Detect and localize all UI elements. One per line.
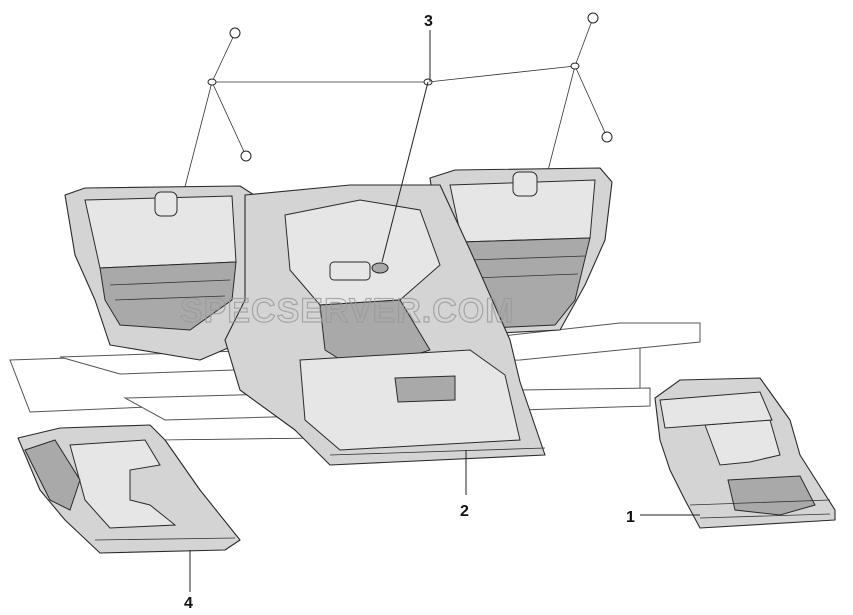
- left-floor-mat: [17, 424, 241, 554]
- fastener-pin: [570, 62, 580, 70]
- leader-lines: [189, 30, 700, 592]
- fastener-pin: [207, 78, 217, 86]
- main-floor-covering: [64, 167, 613, 466]
- watermark-text: SPECSERVER.COM: [180, 292, 515, 330]
- fastener-pin: [240, 150, 252, 162]
- fastener-pin: [587, 12, 599, 24]
- callout-1: 1: [626, 509, 635, 526]
- callout-4: 4: [184, 595, 193, 612]
- fastener-pin: [601, 131, 613, 143]
- fastener-group: [169, 12, 613, 246]
- callout-2: 2: [460, 503, 469, 520]
- callout-3: 3: [424, 13, 433, 30]
- fastener-pin: [229, 27, 241, 39]
- right-floor-mat: [654, 377, 836, 529]
